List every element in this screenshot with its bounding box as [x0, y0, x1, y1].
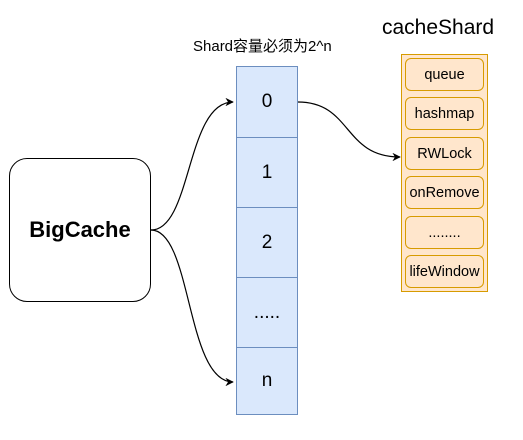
shard-array: 0 1 2 ..... n: [236, 66, 298, 415]
shard-cell-label: 2: [261, 231, 273, 253]
shard-capacity-title: Shard容量必须为2^n: [193, 38, 332, 55]
shard-cell-label: 1: [261, 161, 273, 183]
cache-shard-field-lifewindow: lifeWindow: [405, 255, 484, 288]
bigcache-label: BigCache: [29, 217, 131, 242]
arrow-bigcache-to-shard-n: [150, 229, 234, 387]
shard-cell-n: n: [237, 347, 297, 414]
shard-cell-label: .....: [253, 301, 281, 323]
cache-shard-container: queue hashmap RWLock onRemove ........ l…: [401, 54, 488, 292]
shard-cell-ellipsis: .....: [237, 277, 297, 347]
bigcache-box: BigCache: [9, 158, 151, 302]
cache-shard-field-queue: queue: [405, 58, 484, 91]
arrow-shard-0-to-rwlock: [297, 101, 401, 162]
cache-shard-field-ellipsis: ........: [405, 216, 484, 249]
arrow-bigcache-to-shard-0: [150, 97, 234, 231]
cache-shard-field-rwlock: RWLock: [405, 137, 484, 170]
shard-cell-label: n: [261, 370, 273, 391]
shard-cell-label: 0: [261, 91, 273, 112]
shard-cell-0: 0: [237, 67, 297, 137]
cache-shard-title: cacheShard: [382, 16, 495, 39]
cache-shard-field-hashmap: hashmap: [405, 97, 484, 130]
shard-cell-1: 1: [237, 137, 297, 207]
cache-shard-field-onremove: onRemove: [405, 176, 484, 209]
shard-cell-2: 2: [237, 207, 297, 277]
